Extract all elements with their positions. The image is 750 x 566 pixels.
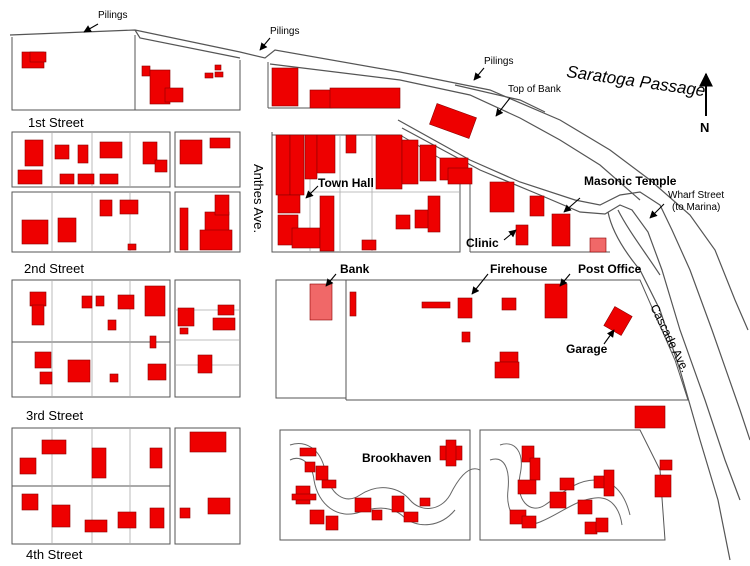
brookhaven-label: Brookhaven xyxy=(362,451,432,465)
fourth-street-label: 4th Street xyxy=(26,547,83,562)
buildings xyxy=(17,51,673,535)
north-label: N xyxy=(700,120,710,135)
clinic-label: Clinic xyxy=(466,236,499,250)
first-street-label: 1st Street xyxy=(28,115,84,130)
post-office-label: Post Office xyxy=(578,262,642,276)
anthes-ave-label: Anthes Ave. xyxy=(251,164,266,234)
garage-label: Garage xyxy=(566,342,608,356)
callout-arrows xyxy=(83,23,713,345)
pilings-label-1: Pilings xyxy=(98,10,128,21)
wharf-street-sublabel: (to Marina) xyxy=(672,202,721,213)
wharf-street-label: Wharf Street xyxy=(668,190,725,201)
city-blocks xyxy=(11,35,689,545)
third-street-label: 3rd Street xyxy=(26,408,84,423)
firehouse-label: Firehouse xyxy=(490,262,548,276)
second-street-label: 2nd Street xyxy=(24,261,84,276)
town-hall-label: Town Hall xyxy=(318,176,374,190)
top-of-bank-label: Top of Bank xyxy=(508,84,561,95)
bank-and-cascade-ave xyxy=(397,119,750,561)
masonic-temple-label: Masonic Temple xyxy=(584,174,677,188)
pilings-label-2: Pilings xyxy=(270,26,300,37)
shoreline xyxy=(9,29,749,331)
pilings-label-3: Pilings xyxy=(484,56,514,67)
bank-label: Bank xyxy=(340,262,370,276)
